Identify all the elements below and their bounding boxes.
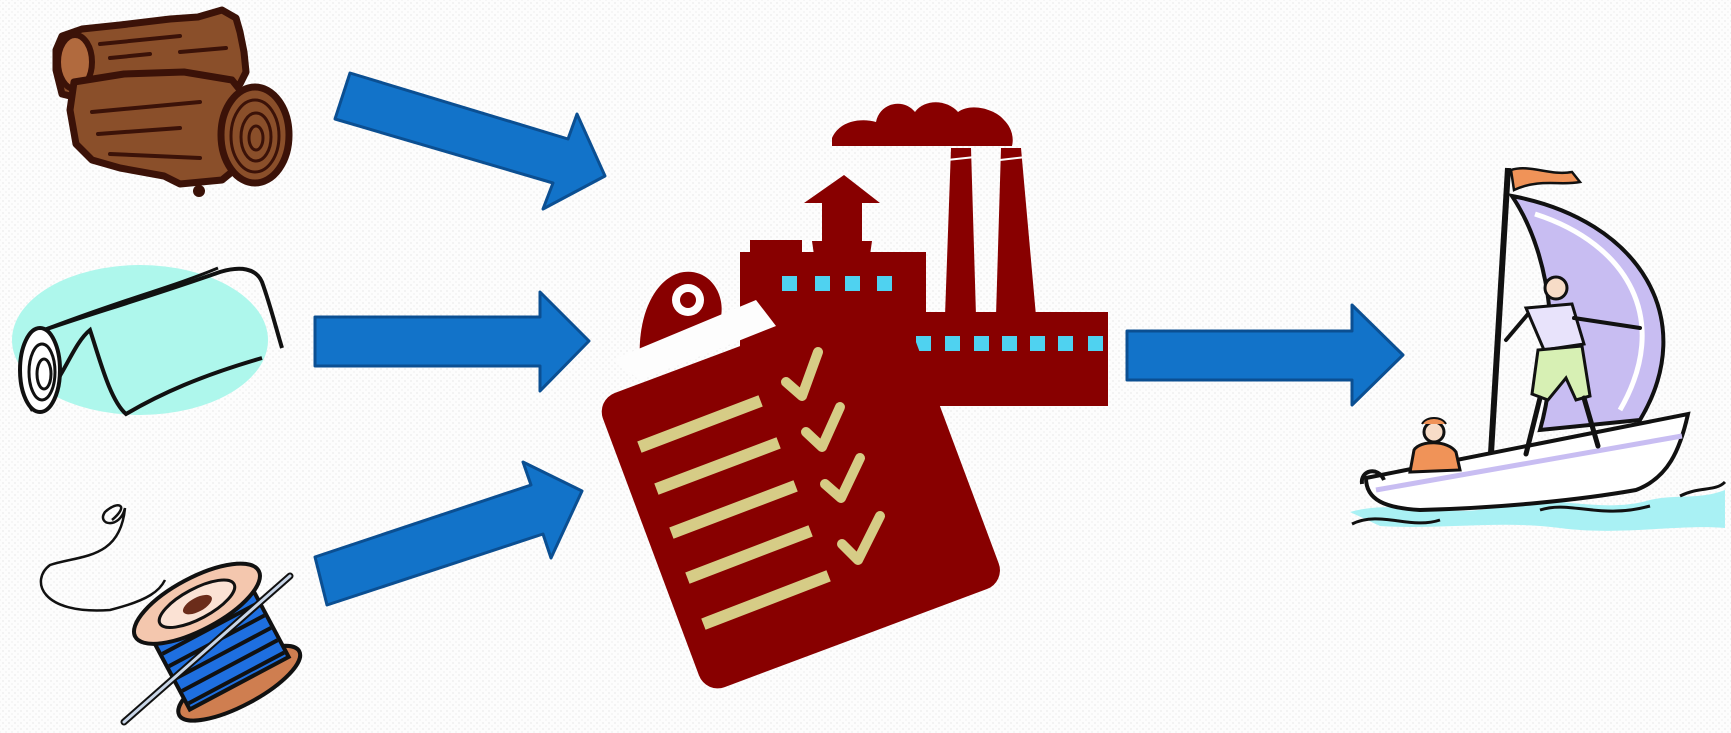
arrow-fabric-to-factory bbox=[313, 290, 591, 393]
fabric-roll-icon bbox=[12, 265, 284, 417]
clipboard-checklist-icon bbox=[601, 271, 1000, 689]
thread-spool-needle-icon bbox=[39, 504, 303, 726]
sailboat-icon bbox=[1350, 167, 1727, 531]
arrow-wood-to-factory bbox=[333, 71, 607, 211]
arrow-thread-to-factory bbox=[313, 460, 584, 607]
arrow-factory-to-product bbox=[1125, 303, 1405, 407]
factory-windows bbox=[782, 276, 1103, 351]
wood-logs-icon bbox=[52, 6, 293, 197]
